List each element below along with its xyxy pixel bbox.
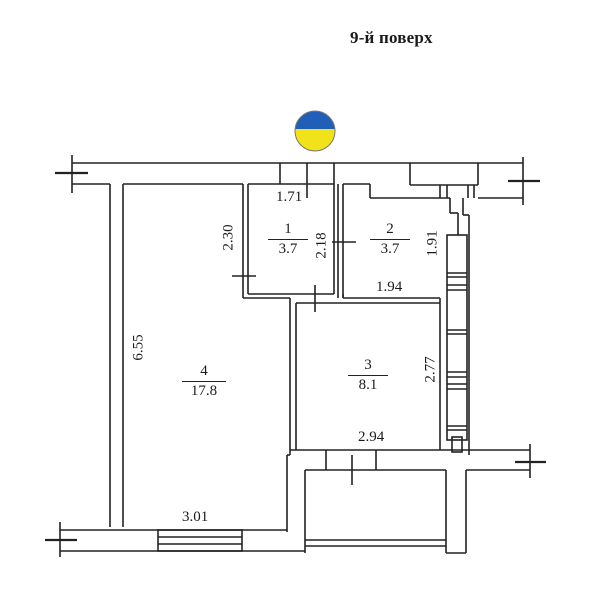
dim-room3-height: 2.77 [422,356,439,383]
dim-room2-height: 1.91 [424,230,441,257]
floor-title: 9-й поверх [350,28,433,47]
room-2-label: 2 3.7 [370,221,410,258]
room-3-label: 3 8.1 [348,357,388,394]
dim-room4-width: 3.01 [182,509,209,525]
dim-room4-height: 6.55 [130,334,147,361]
dim-room1-height: 2.18 [313,232,330,259]
ukraine-flag-icon [294,110,336,152]
room-4-label: 4 17.8 [182,363,226,400]
room-1-label: 1 3.7 [268,221,308,258]
dim-left-partition: 2.30 [220,224,237,251]
dim-room3-width: 2.94 [358,429,385,445]
dim-room2-width: 1.94 [376,279,403,295]
dim-room1-width: 1.71 [276,189,303,205]
